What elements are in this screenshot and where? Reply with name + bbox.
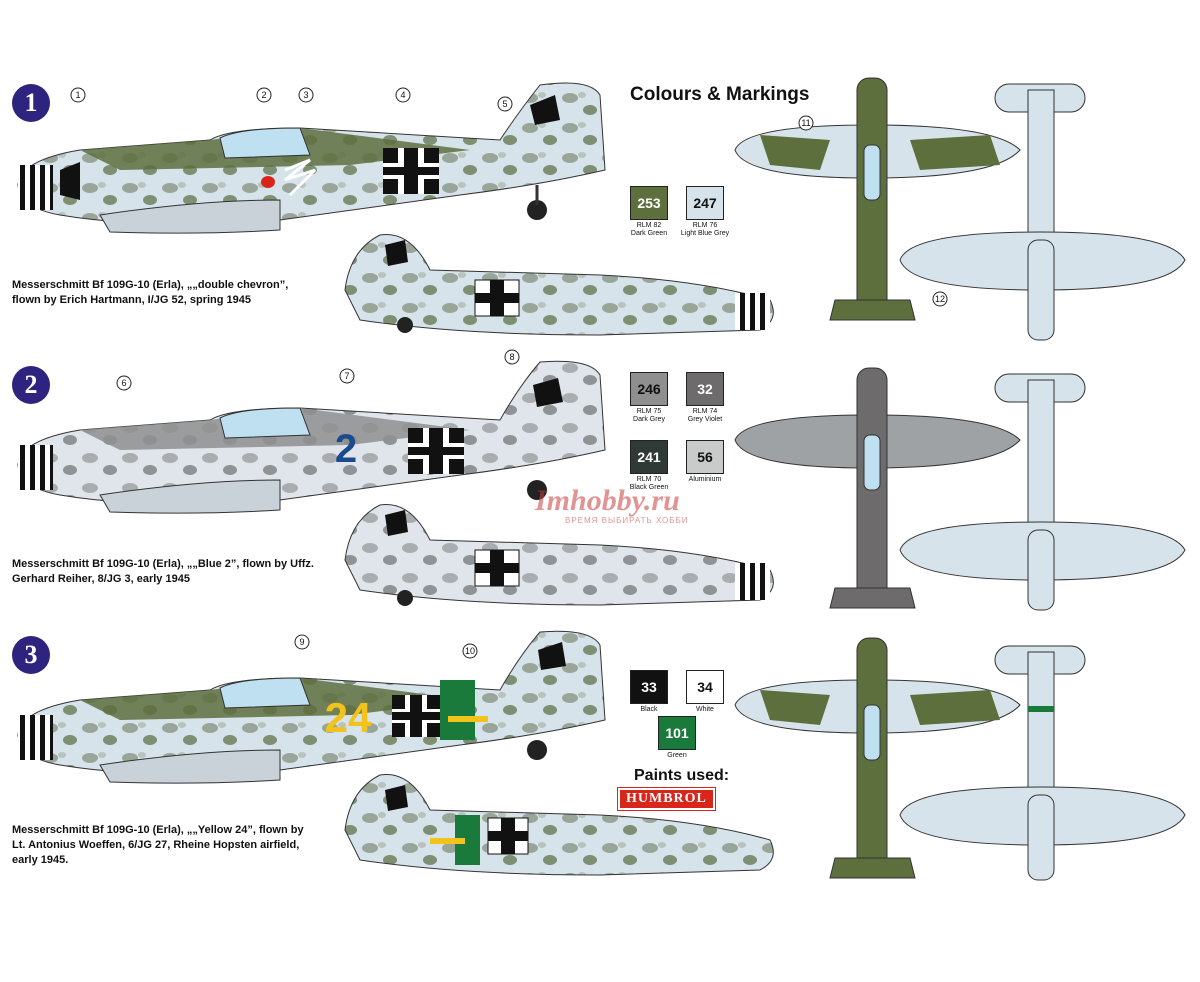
colour-chip-label: RLM 75 Dark Grey <box>633 408 665 423</box>
svg-text:11: 11 <box>801 118 810 128</box>
scheme-caption-3: Messerschmitt Bf 109G-10 (Erla), „„Yello… <box>12 824 304 866</box>
colour-chip-33: 33 <box>630 670 668 704</box>
colour-chip-56: 56 <box>686 440 724 474</box>
svg-text:12: 12 <box>935 294 945 304</box>
colour-chip-label: Black <box>640 706 658 713</box>
svg-text:3: 3 <box>303 90 308 100</box>
colour-chip-241: 241 <box>630 440 668 474</box>
colour-chip-246: 246 <box>630 372 668 406</box>
humbrol-logo: HUMBROL <box>617 787 716 811</box>
profile-2-left: 2 <box>17 360 606 514</box>
profile-3-left: 24 <box>17 630 606 784</box>
svg-text:8: 8 <box>509 352 514 362</box>
colour-chip-label: RLM 82 Dark Green <box>630 222 668 237</box>
colour-chip-32: 32 <box>686 372 724 406</box>
scheme-caption-1: Messerschmitt Bf 109G-10 (Erla), „„doubl… <box>12 279 289 306</box>
svg-text:6: 6 <box>121 378 126 388</box>
colour-chip-label: Aluminium <box>688 476 722 483</box>
colour-chip-label: RLM 76 Light Blue Grey <box>680 222 730 237</box>
profile-1-left <box>17 82 606 234</box>
svg-text:9: 9 <box>299 637 304 647</box>
watermark: Imhobby.ru <box>535 484 680 517</box>
scheme-caption-2: Messerschmitt Bf 109G-10 (Erla), „„Blue … <box>12 558 314 585</box>
profile-3-right <box>344 773 774 876</box>
colour-chip-label: White <box>696 706 714 713</box>
profile-2-right <box>344 503 774 606</box>
fuselage-number-2: 2 <box>335 427 357 471</box>
colour-chip-101: 101 <box>658 716 696 750</box>
plan-views <box>734 77 1186 881</box>
colour-chip-label: Green <box>667 752 687 759</box>
svg-text:1: 1 <box>75 90 80 100</box>
colour-chip-34: 34 <box>686 670 724 704</box>
colour-chip-label: RLM 70 Black Green <box>629 476 669 491</box>
svg-text:2: 2 <box>261 90 266 100</box>
fuselage-number-3: 24 <box>325 694 372 741</box>
svg-text:5: 5 <box>502 99 507 109</box>
svg-text:4: 4 <box>400 90 405 100</box>
colour-chip-label: RLM 74 Grey Violet <box>687 408 723 423</box>
svg-text:10: 10 <box>465 646 475 656</box>
scheme-badge-1: 1 <box>12 84 50 122</box>
svg-text:7: 7 <box>344 371 349 381</box>
scheme-badge-2: 2 <box>12 366 50 404</box>
colour-chip-253: 253 <box>630 186 668 220</box>
callouts: 1 2 3 4 5 6 7 8 9 10 11 12 <box>70 87 948 659</box>
scheme-badge-3: 3 <box>12 636 50 674</box>
profile-1-right <box>344 233 774 336</box>
watermark-sub: ВРЕМЯ ВЫБИРАТЬ ХОББИ <box>565 516 689 525</box>
colour-chip-247: 247 <box>686 186 724 220</box>
page-title: Colours & Markings <box>630 84 810 105</box>
paints-used-label: Paints used: <box>634 767 730 784</box>
